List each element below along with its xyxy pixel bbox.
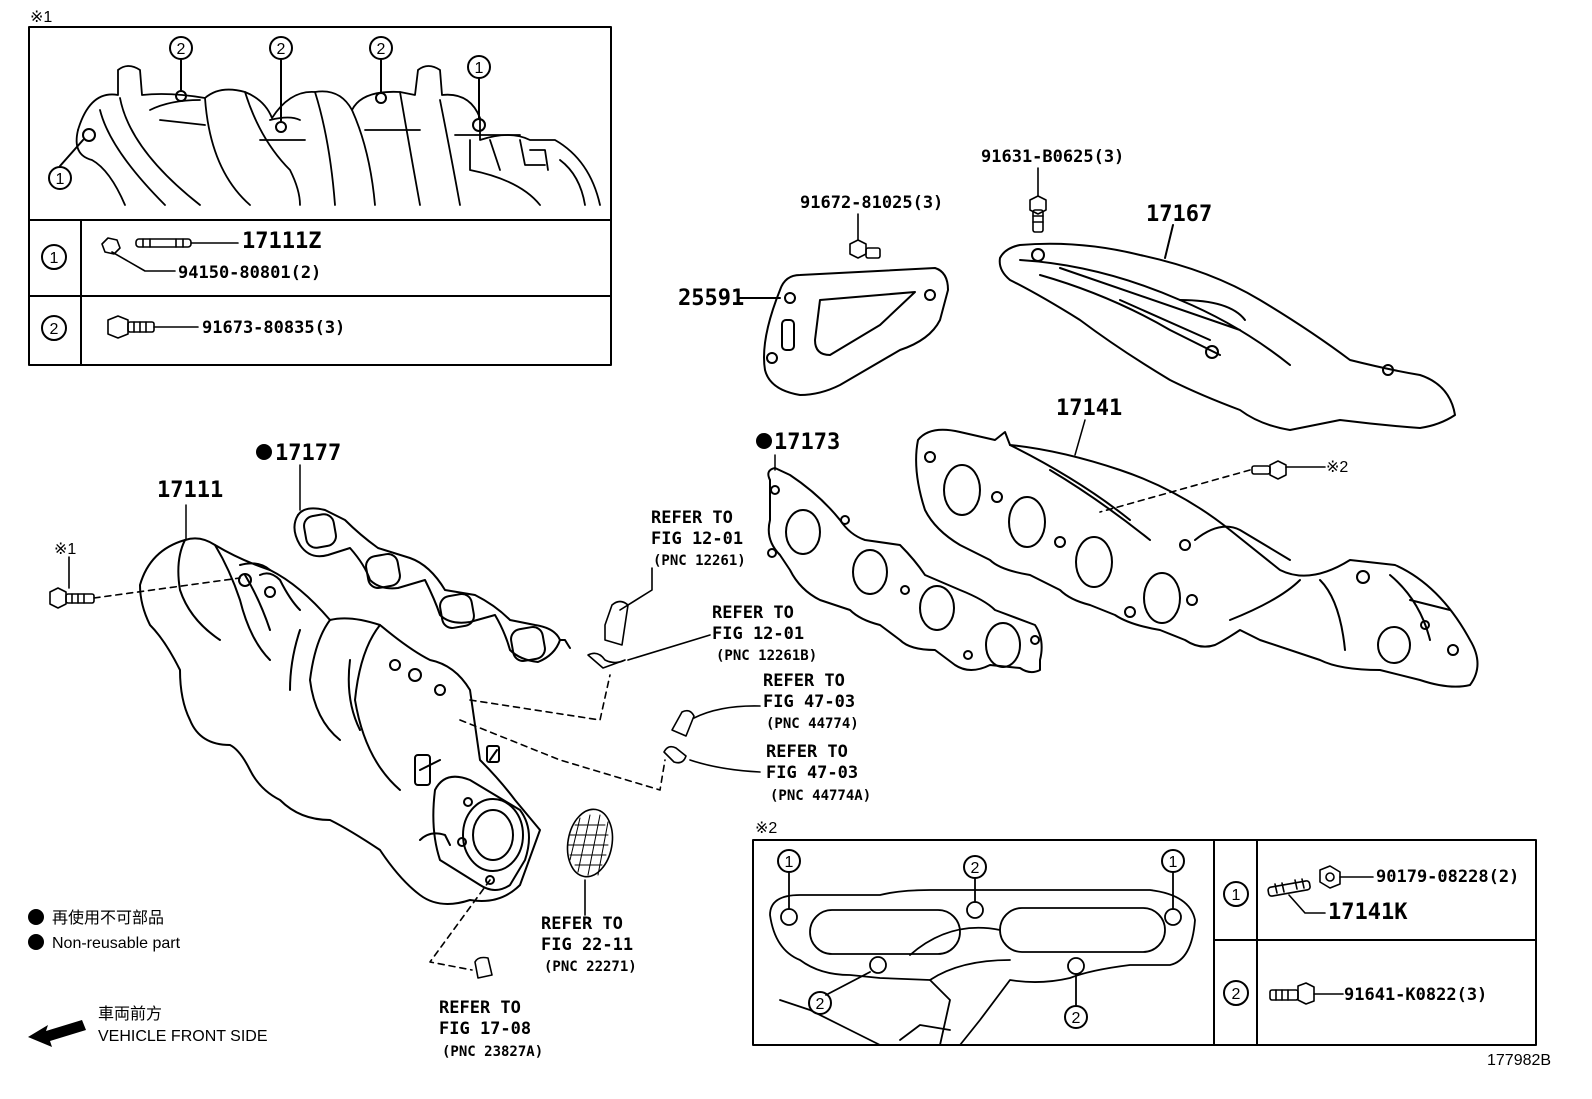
bolt-icon xyxy=(107,315,199,339)
part-17173: 17173 xyxy=(774,430,840,455)
callout-1: 1 xyxy=(475,60,484,77)
part-91641-K0822: 91641-K0822(3) xyxy=(1344,985,1487,1005)
heat-insulator-17167 xyxy=(998,242,1456,431)
bolt-icon xyxy=(1269,982,1344,1005)
part-91631-B0625: 91631-B0625(3) xyxy=(981,147,1124,167)
intake-manifold-17111 xyxy=(139,537,541,905)
reference-44774A: REFER TO FIG 47-03 (PNC 44774A) xyxy=(766,742,871,804)
reference-line: REFER TO xyxy=(541,914,623,934)
reference-line: FIG 47-03 xyxy=(763,692,855,712)
part-17111Z: 17111Z xyxy=(242,229,321,254)
exhaust-manifold-17141 xyxy=(915,428,1479,688)
reference-12261: REFER TO FIG 12-01 (PNC 12261) xyxy=(651,508,746,569)
reference-line: FIG 12-01 xyxy=(651,529,743,549)
legend-nonreusable-en: Non-reusable part xyxy=(52,935,181,952)
nonreusable-bullet-icon xyxy=(256,444,272,460)
part-17177: 17177 xyxy=(275,441,341,466)
row-callout-2: 2 xyxy=(1232,986,1241,1003)
reference-line: (PNC 12261B) xyxy=(716,648,817,664)
reference-line: (PNC 22271) xyxy=(544,959,637,975)
reference-line: REFER TO xyxy=(439,998,521,1018)
reference-line: REFER TO xyxy=(763,671,845,691)
note1-ref-mark: ※1 xyxy=(54,541,76,558)
callout-1: 1 xyxy=(1169,854,1178,871)
stud-nut-icon xyxy=(1267,865,1374,914)
reference-23827A: REFER TO FIG 17-08 (PNC 23827A) xyxy=(439,998,543,1060)
callout-2: 2 xyxy=(816,996,825,1013)
part-90179-08228: 90179-08228(2) xyxy=(1376,867,1519,887)
part-17141K: 17141K xyxy=(1328,900,1408,925)
callout-1: 1 xyxy=(785,854,794,871)
reference-hoses xyxy=(429,567,761,979)
inset-2-box: ※2 xyxy=(752,820,1537,1046)
gasket-17177 xyxy=(293,507,571,663)
nonreusable-bullet-icon xyxy=(756,433,772,449)
reference-line: (PNC 23827A) xyxy=(442,1044,543,1060)
inset-1-manifold-drawing xyxy=(75,65,601,206)
reference-line: REFER TO xyxy=(766,742,848,762)
callout-2: 2 xyxy=(177,41,186,58)
part-25591: 25591 xyxy=(678,286,744,311)
bolt-note2 xyxy=(1099,460,1326,513)
callout-2: 2 xyxy=(377,41,386,58)
leader-lines xyxy=(185,419,1086,541)
reference-line: (PNC 44774) xyxy=(766,716,859,732)
diagram-id: 177982B xyxy=(1487,1052,1551,1069)
reference-line: (PNC 44774A) xyxy=(770,788,871,804)
part-17111: 17111 xyxy=(157,478,223,503)
inset-2-callouts xyxy=(777,849,1249,1029)
callout-1: 1 xyxy=(56,171,65,188)
bolt-91631 xyxy=(1029,167,1047,233)
bullet-icon xyxy=(28,934,44,950)
part-91673-80835: 91673-80835(3) xyxy=(202,318,345,338)
bullet-icon xyxy=(28,909,44,925)
reference-12261B: REFER TO FIG 12-01 (PNC 12261B) xyxy=(712,603,817,664)
row-callout-1: 1 xyxy=(50,250,59,267)
manifold-bolt xyxy=(49,556,241,609)
reference-44774: REFER TO FIG 47-03 (PNC 44774) xyxy=(763,671,859,732)
reference-line: REFER TO xyxy=(712,603,794,623)
note2-ref-mark: ※2 xyxy=(1326,459,1348,476)
part-17167: 17167 xyxy=(1146,202,1212,227)
inset-1-box: ※1 xyxy=(28,9,612,366)
reference-line: FIG 12-01 xyxy=(712,624,804,644)
inset-2-manifold-drawing xyxy=(769,872,1196,1046)
reference-line: (PNC 12261) xyxy=(653,553,746,569)
legend-front-jp: 車両前方 xyxy=(98,1005,162,1023)
part-91672-81025: 91672-81025(3) xyxy=(800,193,943,213)
reference-line: FIG 17-08 xyxy=(439,1019,531,1039)
bolt-91672 xyxy=(849,213,881,259)
callout-2: 2 xyxy=(1072,1010,1081,1027)
callout-2: 2 xyxy=(277,41,286,58)
row-callout-1: 1 xyxy=(1232,887,1241,904)
note1-mark: ※1 xyxy=(30,9,52,26)
legend-nonreusable-jp: 再使用不可部品 xyxy=(52,909,164,927)
part-17141: 17141 xyxy=(1056,396,1122,421)
legend-icons xyxy=(28,433,772,1047)
leader-17167 xyxy=(1164,224,1174,259)
reference-line: REFER TO xyxy=(651,508,733,528)
reference-line: FIG 47-03 xyxy=(766,763,858,783)
row-callout-2: 2 xyxy=(50,321,59,338)
front-arrow-icon xyxy=(28,1020,86,1047)
reference-22271: REFER TO FIG 22-11 (PNC 22271) xyxy=(541,914,637,975)
legend-front-en: VEHICLE FRONT SIDE xyxy=(98,1028,268,1045)
reference-line: FIG 22-11 xyxy=(541,935,633,955)
callout-2: 2 xyxy=(971,860,980,877)
bracket-25591 xyxy=(737,267,949,396)
stud-nut-icon xyxy=(101,237,239,272)
part-94150-80801: 94150-80801(2) xyxy=(178,263,321,283)
inset-1-callouts xyxy=(41,36,491,341)
gasket-17173 xyxy=(767,467,1043,674)
note2-mark: ※2 xyxy=(755,820,777,837)
